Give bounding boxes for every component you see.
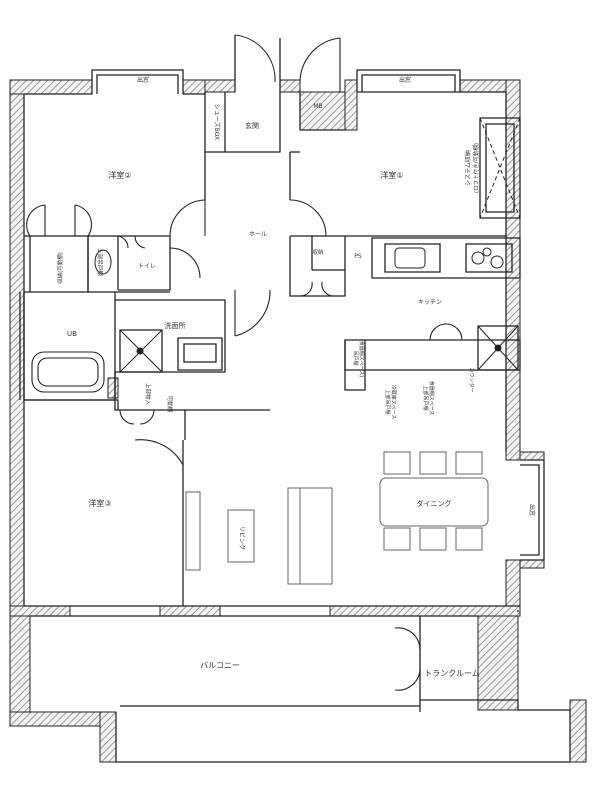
label-shoe-box: シューズBOX	[213, 104, 221, 140]
room-living: リビング	[238, 526, 246, 550]
room-western-3: 洋室③	[88, 498, 111, 508]
label-kitchen-note-1: 吊戸棚	[352, 350, 359, 365]
room-ub: UB	[67, 330, 77, 338]
label-kitchen-note-3: 上部吊戸棚	[384, 389, 391, 414]
label-window-top-left: 出窓	[137, 76, 149, 84]
label-system-closet: システム収納	[464, 150, 472, 186]
doors	[26, 34, 463, 691]
room-balcony: バルコニー	[200, 661, 240, 670]
interior-walls	[19, 35, 571, 763]
living-furniture	[185, 487, 333, 585]
label-closet-left-2: 収納(可動棚)	[56, 252, 64, 284]
room-hall: ホール	[249, 231, 267, 238]
label-window-top-right: 出窓	[399, 76, 411, 84]
labels: 洋室② 洋室① 洋室③ 玄関 ホール トイレ 洗面所 UB キッチン ダイニング…	[56, 76, 536, 678]
label-window-right: 出窓	[528, 504, 536, 516]
label-kitchen-note-2: (食器棚スペース)	[358, 339, 365, 377]
label-wash-storage-2: 可動棚	[166, 396, 174, 413]
label-kitchen-note-4: 上部吊戸棚	[422, 385, 429, 410]
exterior-walls	[9, 79, 587, 763]
room-western-2: 洋室②	[108, 170, 131, 180]
label-mb: MB	[313, 103, 322, 110]
room-dining: ダイニング	[417, 499, 452, 508]
room-toilet: トイレ	[138, 263, 156, 270]
label-kitchen-note-7: 食器棚スペース	[428, 381, 435, 415]
label-system-closet-sub: (ロフト付き/可動棚)	[472, 143, 480, 193]
label-closet-left-1: 上部吊戸棚	[96, 248, 104, 276]
fixtures	[94, 117, 521, 373]
label-storage-small: 収納	[312, 248, 324, 256]
room-trunk: トランクルーム	[424, 669, 480, 678]
dining-set	[379, 451, 489, 551]
label-ps: PS	[354, 253, 362, 260]
label-wash-storage-1: 上部物入	[144, 383, 152, 406]
room-western-1: 洋室①	[380, 170, 403, 180]
room-kitchen: キッチン	[418, 299, 442, 306]
room-entrance: 玄関	[245, 121, 259, 130]
label-kitchen-note-5: カウンター	[468, 367, 475, 392]
room-washroom: 洗面所	[165, 321, 186, 330]
label-kitchen-note-6: 冷蔵庫スペース	[390, 385, 397, 419]
